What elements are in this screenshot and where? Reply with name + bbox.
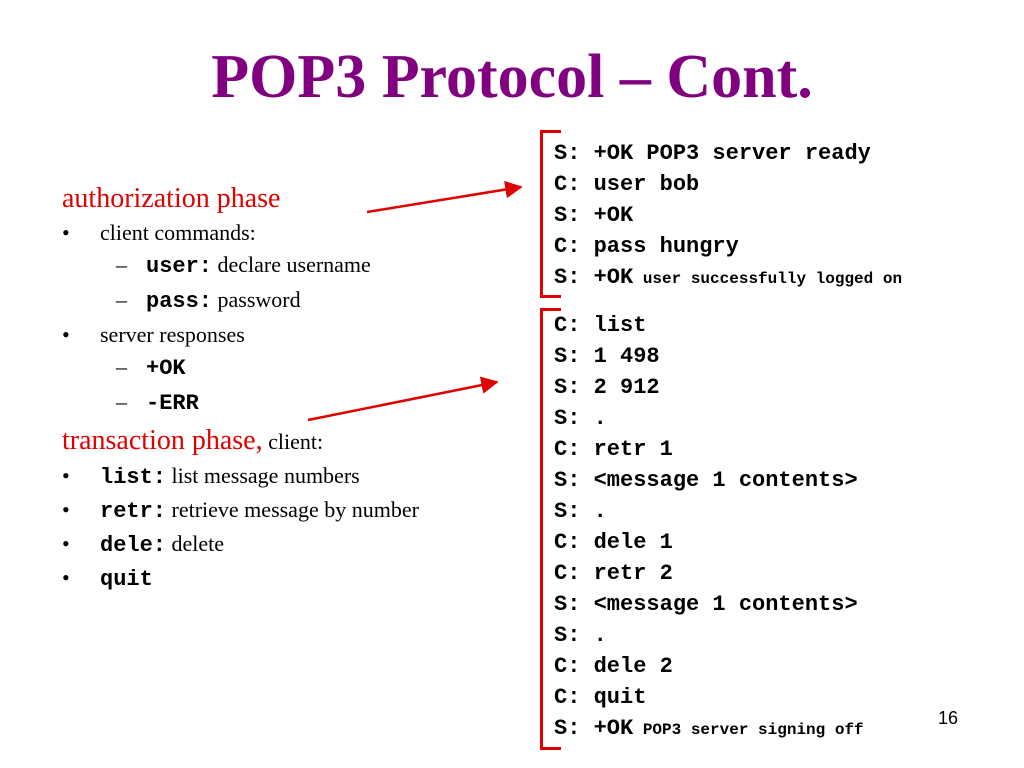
page-number: 16	[938, 708, 959, 728]
arrow-to-transaction-icon	[307, 376, 499, 422]
err-response: -ERR	[146, 391, 199, 416]
dialog-line-main: C: pass hungry	[554, 234, 739, 259]
authorization-dialog: S: +OK POP3 server ready C: user bob S: +O…	[554, 138, 902, 293]
dialog-line-main: C: dele 1	[554, 530, 673, 555]
dialog-line-main: C: retr 1	[554, 437, 673, 462]
dialog-line-main: S: +OK	[554, 716, 634, 741]
dialog-line-note: user successfully logged on	[633, 270, 903, 288]
ok-response: +OK	[146, 356, 186, 381]
dialog-line: S: 1 498	[554, 341, 864, 372]
dialog-line: C: dele 1	[554, 527, 864, 558]
sub-bullet-pass: pass: password	[62, 287, 482, 315]
dialog-line-main: S: 2 912	[554, 375, 660, 400]
left-column: authorization phase client commands: use…	[62, 182, 482, 599]
dialog-line-main: C: user bob	[554, 172, 700, 197]
dialog-line: S: +OK user successfully logged on	[554, 262, 902, 293]
sub-bullet-user: user: declare username	[62, 252, 482, 280]
bullet-list: list: list message numbers	[62, 463, 482, 491]
slide-title: POP3 Protocol – Cont.	[211, 43, 813, 111]
bullet-retr: retr: retrieve message by number	[62, 497, 482, 525]
dialog-line: C: list	[554, 310, 864, 341]
dialog-line-main: C: quit	[554, 685, 647, 710]
transaction-phase-heading: transaction phase, client:	[62, 424, 482, 459]
list-command: list:	[100, 465, 167, 490]
dele-command: dele:	[100, 533, 167, 558]
dialog-line-main: C: dele 2	[554, 654, 673, 679]
bullet-dele: dele: delete	[62, 531, 482, 559]
arrow-to-authorization-icon	[366, 180, 523, 214]
bullet-server-responses: server responses	[62, 322, 482, 348]
dialog-line-main: S: .	[554, 406, 607, 431]
dialog-line: S: <message 1 contents>	[554, 465, 864, 496]
transaction-heading-tail: client:	[262, 429, 324, 454]
dialog-line-main: S: .	[554, 623, 607, 648]
dialog-line-main: S: +OK POP3 server ready	[554, 141, 871, 166]
dialog-line: S: +OK POP3 server ready	[554, 138, 902, 169]
authorization-phase-heading: authorization phase	[62, 183, 281, 214]
transaction-dialog: C: list S: 1 498 S: 2 912 S: . C: retr 1 S: <…	[554, 310, 864, 744]
retr-description: retrieve message by number	[166, 497, 419, 522]
dialog-line: S: .	[554, 496, 864, 527]
retr-command: retr:	[100, 499, 167, 524]
dialog-line: S: .	[554, 620, 864, 651]
user-command: user:	[146, 254, 213, 279]
transaction-heading-text: transaction phase,	[62, 425, 263, 456]
pass-description: password	[212, 287, 301, 312]
dialog-line-main: S: .	[554, 499, 607, 524]
bullet-text: client commands:	[100, 220, 256, 245]
bullet-text: server responses	[100, 322, 245, 347]
dialog-line: C: quit	[554, 682, 864, 713]
sub-bullet-ok: +OK	[62, 354, 482, 382]
dialog-line-main: S: <message 1 contents>	[554, 592, 858, 617]
dialog-line: C: dele 2	[554, 651, 864, 682]
dialog-line-main: C: retr 2	[554, 561, 673, 586]
dialog-line: S: +OK	[554, 200, 902, 231]
dialog-line: C: pass hungry	[554, 231, 902, 262]
dialog-line: S: <message 1 contents>	[554, 589, 864, 620]
dele-description: delete	[166, 531, 225, 556]
dialog-line: S: +OK POP3 server signing off	[554, 713, 864, 744]
bullet-client-commands: client commands:	[62, 220, 482, 246]
sub-bullet-err: -ERR	[62, 389, 482, 417]
dialog-line: C: retr 2	[554, 558, 864, 589]
quit-command: quit	[100, 567, 153, 592]
dialog-line: S: 2 912	[554, 372, 864, 403]
authorization-bracket	[540, 130, 561, 298]
dialog-line-main: S: +OK	[554, 265, 634, 290]
transaction-bracket	[540, 308, 561, 750]
dialog-line: S: .	[554, 403, 864, 434]
dialog-line: C: retr 1	[554, 434, 864, 465]
dialog-line-main: S: 1 498	[554, 344, 660, 369]
dialog-line-main: S: <message 1 contents>	[554, 468, 858, 493]
dialog-line-main: S: +OK	[554, 203, 634, 228]
bullet-quit: quit	[62, 565, 482, 593]
pass-command: pass:	[146, 289, 213, 314]
list-description: list message numbers	[166, 463, 360, 488]
dialog-line-main: C: list	[554, 313, 647, 338]
dialog-line: C: user bob	[554, 169, 902, 200]
dialog-line-note: POP3 server signing off	[633, 721, 864, 739]
user-description: declare username	[212, 252, 371, 277]
